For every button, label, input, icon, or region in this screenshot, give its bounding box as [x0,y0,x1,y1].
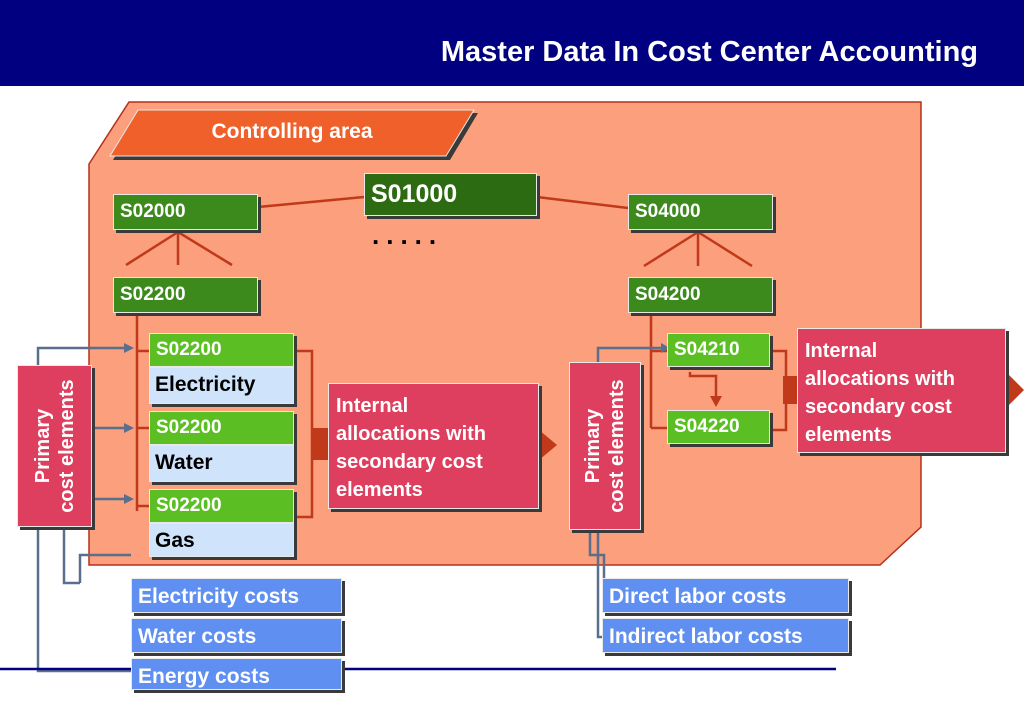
center-electricity-name: Electricity [149,367,294,404]
center-s04210[interactable]: S04210 [667,333,770,367]
node-right-sub[interactable]: S04200 [628,277,773,313]
internal-allocations-left: Internal allocations with secondary cost… [328,383,539,509]
primary-connectors [36,346,662,673]
center-gas-name: Gas [149,523,294,557]
title-bar [0,0,1024,86]
cost-electricity[interactable]: Electricity costs [131,578,342,613]
center-s04220[interactable]: S04220 [667,410,770,444]
right-arrow-icon [1006,372,1024,408]
controlling-area-label-bg [109,109,475,157]
controlling-area-label: Controlling area [211,120,373,143]
down-arrow-icon [710,396,722,407]
primary-cost-elements-left: Primary cost elements [17,365,92,527]
primary-label-right: Primary cost elements [582,379,628,513]
internal-allocations-right: Internal allocations with secondary cost… [797,328,1006,453]
center-gas-code[interactable]: S02200 [149,489,294,523]
node-left-group[interactable]: S02000 [113,194,258,230]
primary-cost-elements-right: Primary cost elements [569,362,641,530]
node-right-group[interactable]: S04000 [628,194,773,230]
primary-arrowheads [124,343,670,504]
primary-label-left: Primary cost elements [31,379,78,513]
page-title: Master Data In Cost Center Accounting [440,36,978,68]
cost-indirect-labor[interactable]: Indirect labor costs [602,618,849,653]
node-root[interactable]: S01000 [364,173,537,216]
center-electricity-code[interactable]: S02200 [149,333,294,367]
cost-energy[interactable]: Energy costs [131,658,342,690]
cost-water[interactable]: Water costs [131,618,342,653]
more-nodes-ellipsis: ..... [372,220,444,250]
center-water-code[interactable]: S02200 [149,411,294,445]
node-left-sub[interactable]: S02200 [113,277,258,313]
center-water-name: Water [149,445,294,482]
cost-direct-labor[interactable]: Direct labor costs [602,578,849,613]
right-arrow-icon [539,430,557,460]
